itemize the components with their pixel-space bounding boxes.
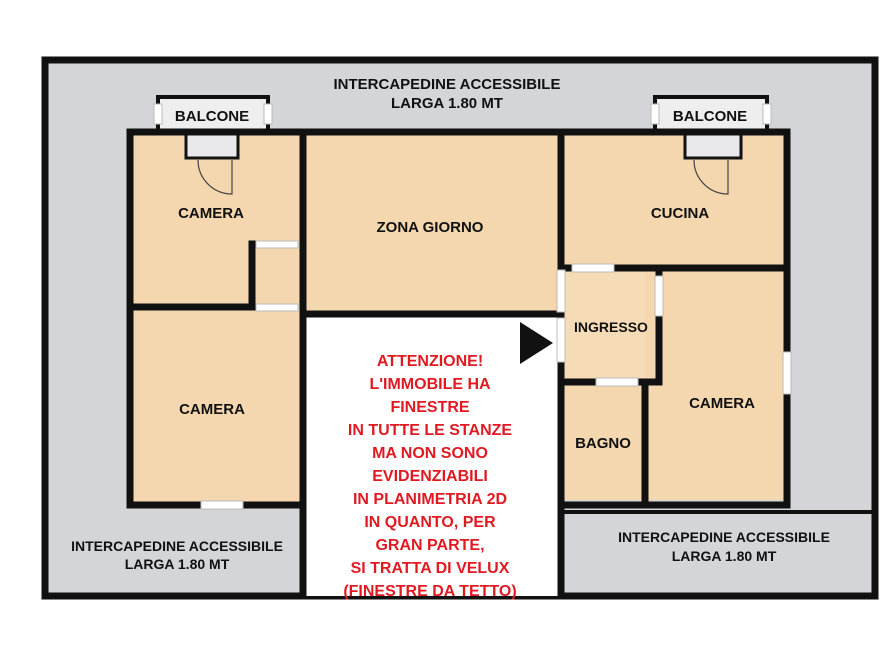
door-zona-link-bottom [255,303,299,312]
walls [126,128,791,600]
window-camera-bottom-left [200,500,244,510]
central-open-area [303,314,561,596]
door-ingresso-camera [654,275,664,317]
entrance-arrow-icon [520,322,553,364]
door-cucina-ingresso [571,263,615,273]
warning-line: GRAN PARTE, [375,537,484,554]
label-top-corridor-2: LARGA 1.80 MT [391,95,503,112]
label-balcone-left: BALCONE [175,108,249,125]
door-zona-link-top [255,240,299,249]
wall-camera-split [126,240,256,311]
room-cucina [561,134,785,268]
label-bagno: BAGNO [575,435,631,452]
window-camera-right [782,351,792,395]
rooms [133,134,785,505]
room-zona-giorno [303,134,561,314]
label-bottom-left-corridor-2: LARGA 1.80 MT [125,556,230,572]
wall-left-outer [126,128,307,509]
door-entrance [556,317,566,363]
room-ingresso [563,268,659,382]
warning-line: (FINESTRE DA TETTO) [343,583,516,600]
label-cucina: CUCINA [651,205,709,222]
label-ingresso: INGRESSO [574,319,648,335]
window-balcone-left-r [263,103,273,125]
label-bottom-left-corridor-1: INTERCAPEDINE ACCESSIBILE [71,538,283,554]
label-camera-top-left: CAMERA [178,205,244,222]
room-labels: INTERCAPEDINE ACCESSIBILE LARGA 1.80 MT … [71,76,830,572]
warning-line: EVIDENZIABILI [372,468,488,485]
door-ingresso-bagno [595,377,639,387]
label-camera-right: CAMERA [689,395,755,412]
room-camera-right [645,268,785,500]
label-camera-bottom-left: CAMERA [179,401,245,418]
label-zona-giorno: ZONA GIORNO [377,219,484,236]
label-balcone-right: BALCONE [673,108,747,125]
warning-line: L'IMMOBILE HA [369,376,491,393]
warning-note: ATTENZIONE! L'IMMOBILE HA FINESTRE IN TU… [343,353,516,600]
warning-line: IN TUTTE LE STANZE [348,422,512,439]
window-balcone-right-l [650,103,660,125]
label-bottom-right-corridor-2: LARGA 1.80 MT [672,548,777,564]
openings [153,103,792,510]
warning-line: ATTENZIONE! [377,353,483,370]
room-corridor-link [250,244,306,310]
label-bottom-right-corridor-1: INTERCAPEDINE ACCESSIBILE [618,529,830,545]
label-top-corridor-1: INTERCAPEDINE ACCESSIBILE [334,76,561,93]
door-zona-ingresso [556,269,566,313]
warning-line: IN PLANIMETRIA 2D [353,491,507,508]
door-swing-camera-top-left [197,159,233,195]
warning-line: MA NON SONO [372,445,488,462]
door-swing-cucina [693,159,729,195]
wall-outer-top [126,128,791,276]
window-balcone-left-l [153,103,163,125]
room-bagno [563,382,645,500]
warning-line: FINESTRE [390,399,469,416]
window-balcone-right-r [762,103,772,125]
room-camera-bottom-left [133,310,303,505]
warning-line: IN QUANTO, PER [364,514,496,531]
door-swings [197,159,729,195]
warning-line: SI TRATTA DI VELUX [351,560,510,577]
